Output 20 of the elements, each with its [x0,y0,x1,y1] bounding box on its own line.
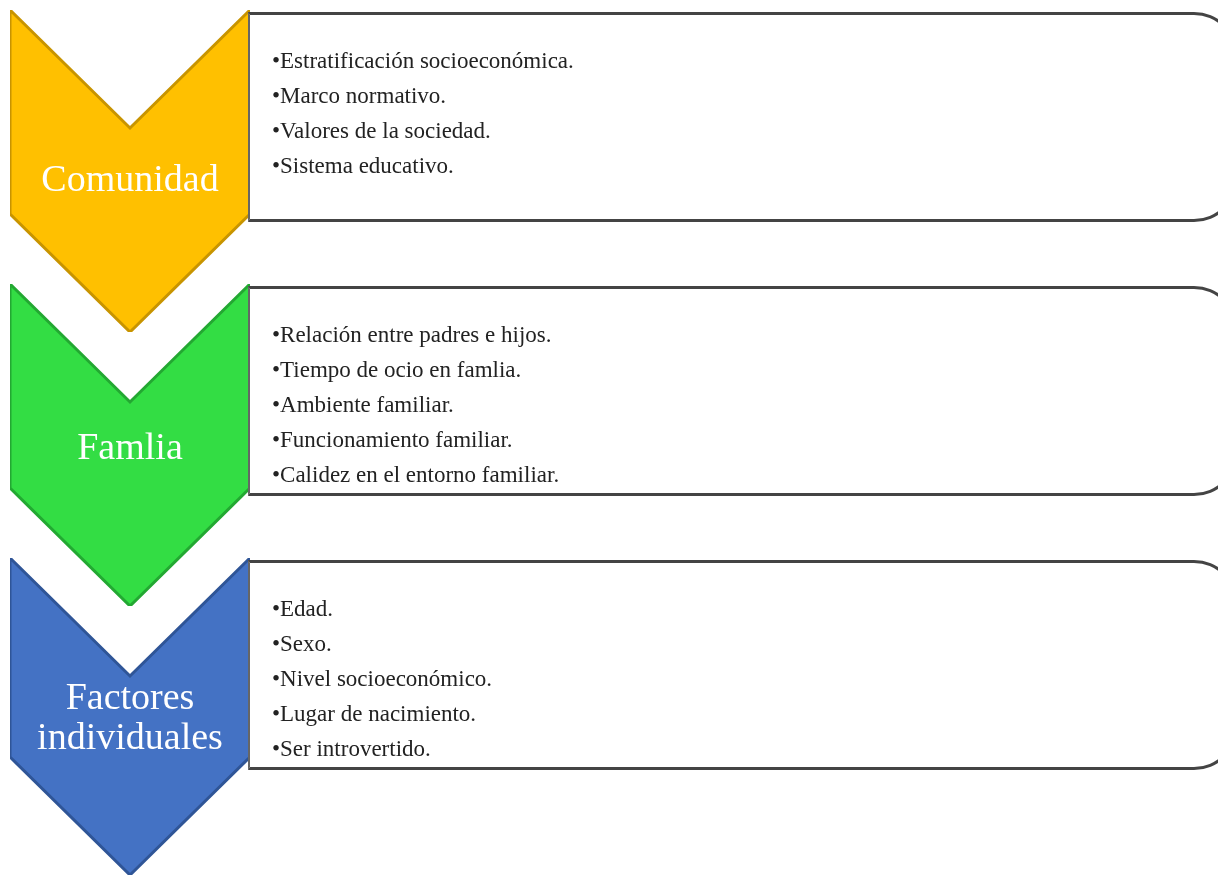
list-item: •Funcionamiento familiar. [272,426,514,454]
list-item: •Calidez en el entorno familiar. [272,461,561,489]
list-item: •Relación entre padres e hijos. [272,321,553,349]
list-item: •Ambiente familiar. [272,391,455,419]
content-box [248,286,1218,496]
stage-label: Famlia [76,426,184,466]
stage-label: Factores individuales [36,676,224,756]
list-item: •Nivel socioeconómico. [272,665,494,693]
list-item: •Tiempo de ocio en famlia. [272,356,523,384]
list-item: •Sistema educativo. [272,152,455,180]
list-item: •Sexo. [272,630,333,658]
list-item: •Marco normativo. [272,82,448,110]
stage-label: Comunidad [40,158,220,198]
list-item: •Lugar de nacimiento. [272,700,478,728]
content-box [248,560,1218,770]
content-box [248,12,1218,222]
list-item: •Valores de la sociedad. [272,117,492,145]
list-item: •Ser introvertido. [272,735,432,763]
list-item: •Estratificación socioeconómica. [272,47,575,75]
list-item: •Edad. [272,595,335,623]
